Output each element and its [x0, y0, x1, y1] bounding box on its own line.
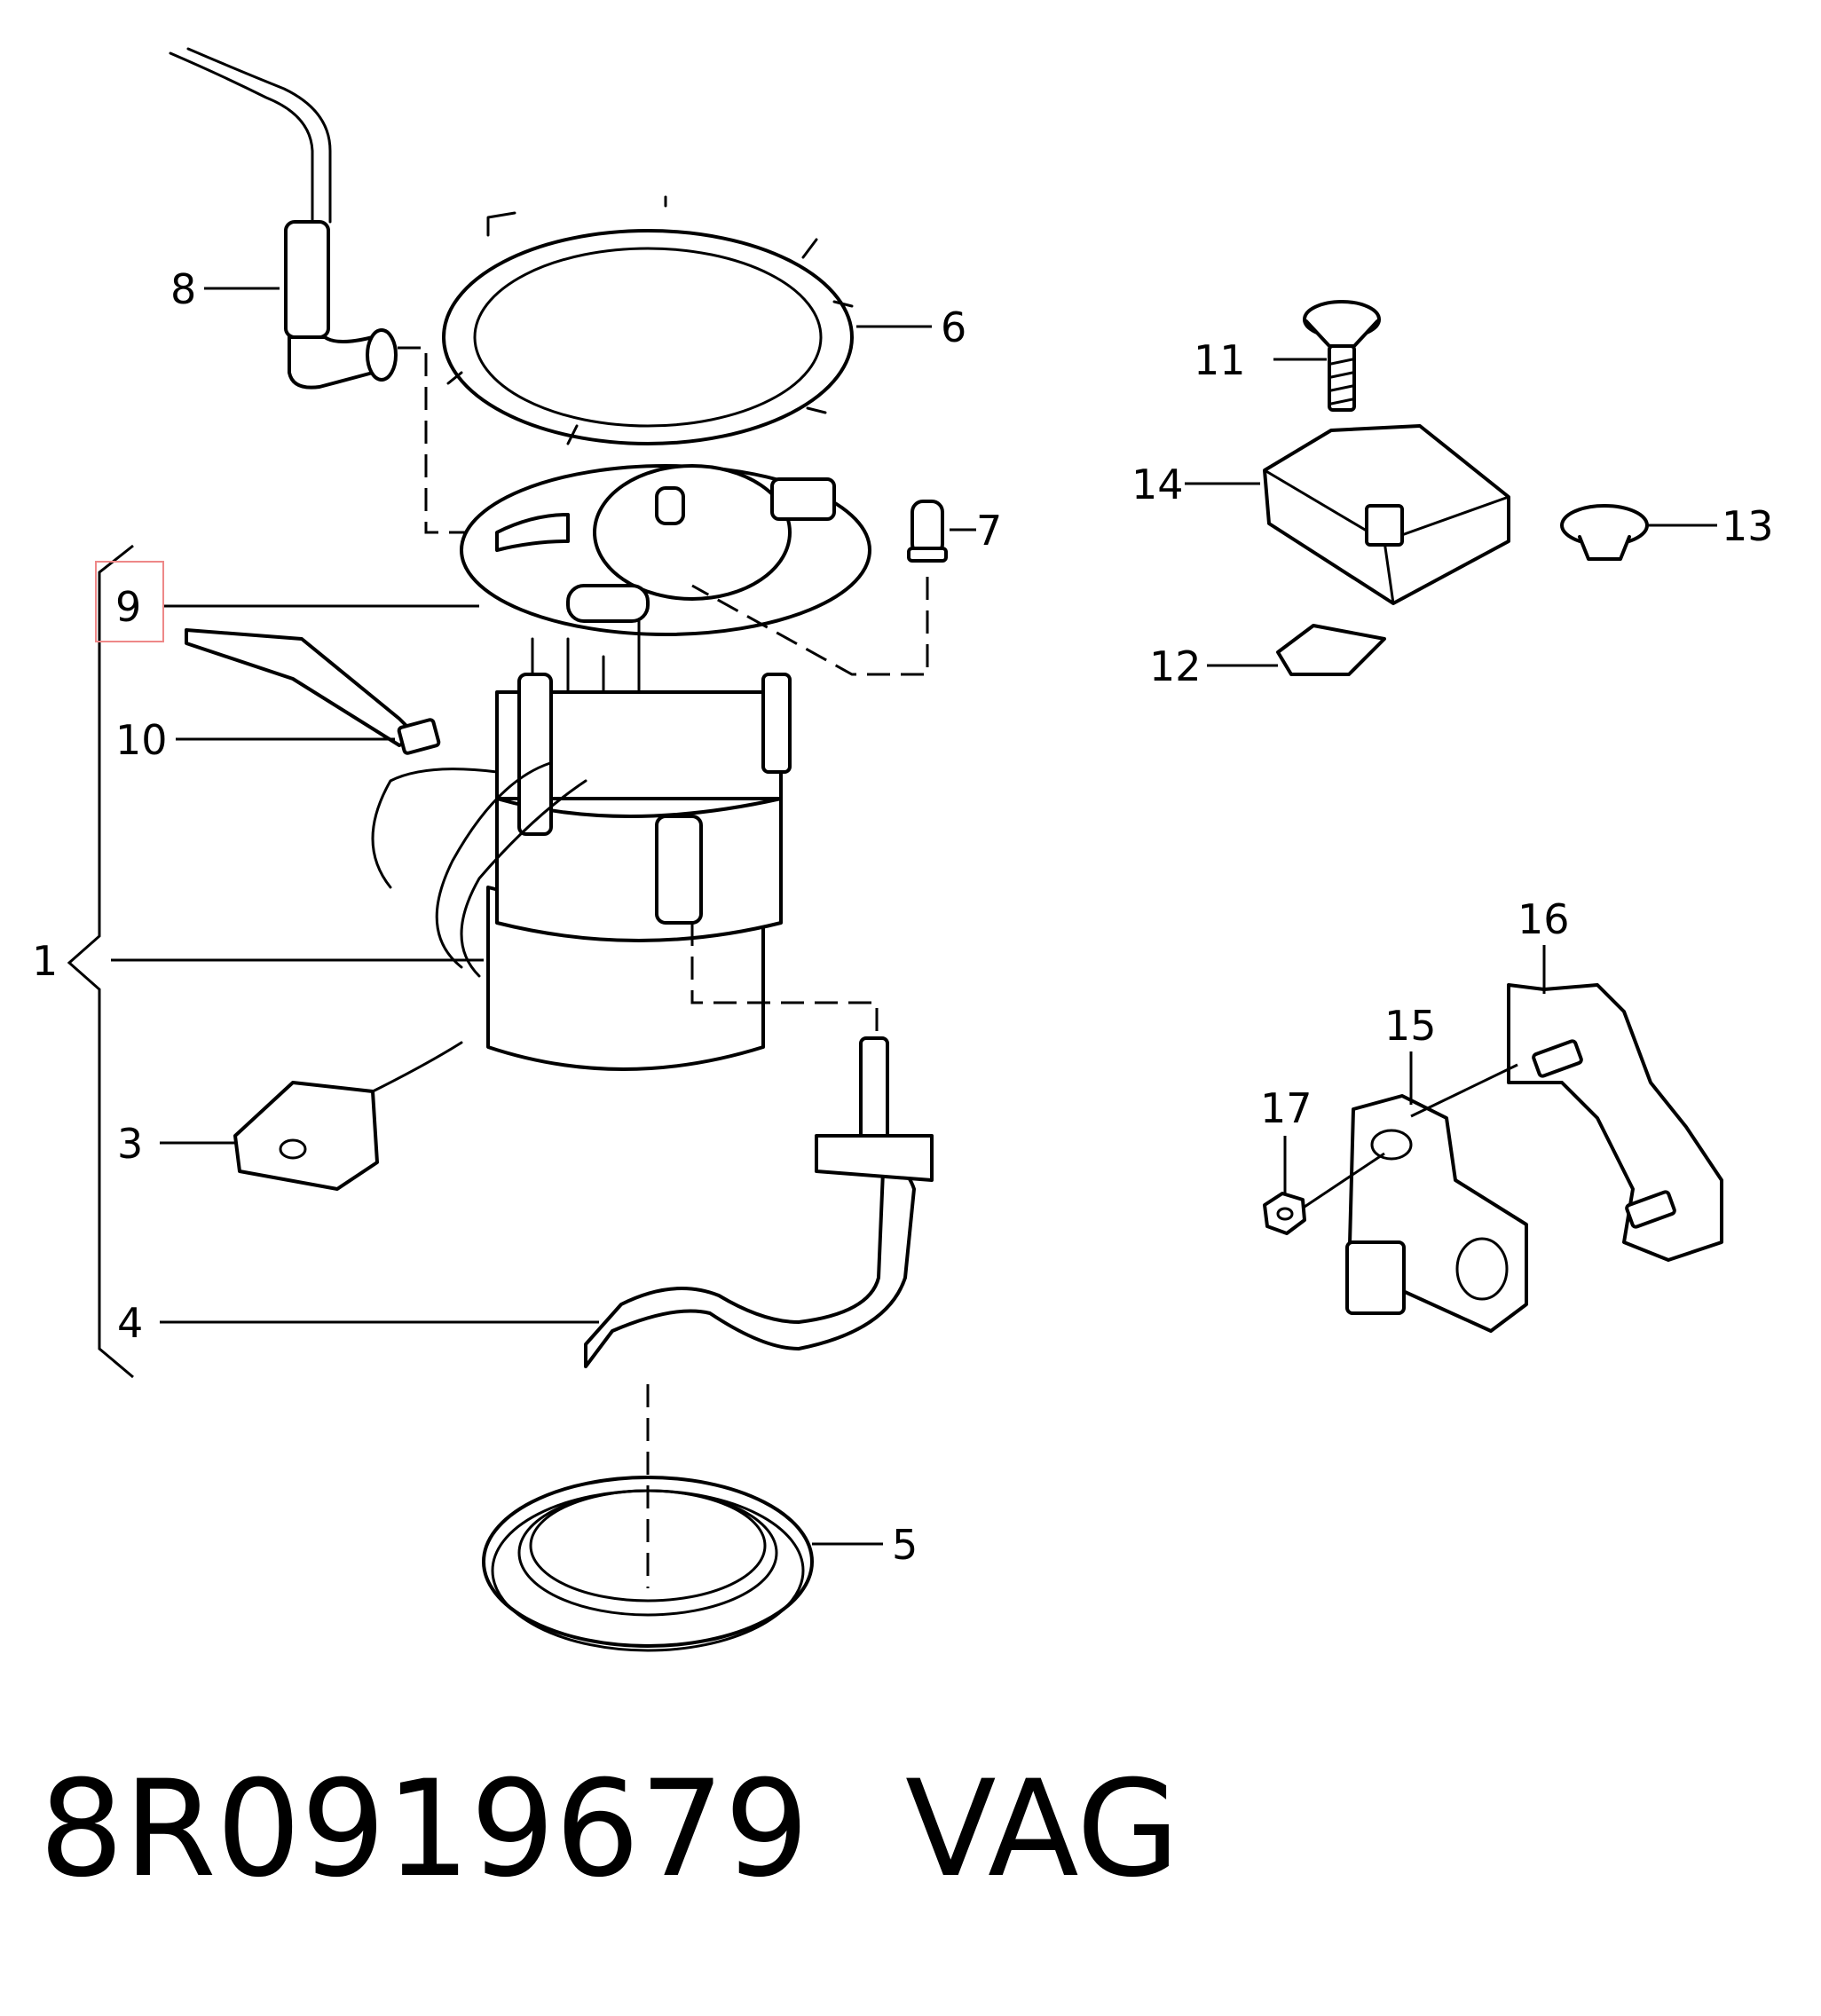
- callout-16[interactable]: 16: [1518, 895, 1570, 943]
- part-4-return-hose: [584, 1036, 934, 1368]
- part-13-grommet: [1560, 504, 1649, 561]
- part-9-flange: [460, 464, 871, 636]
- callout-14[interactable]: 14: [1131, 461, 1184, 508]
- callout-8[interactable]: 8: [170, 265, 196, 313]
- part-11-screw: [1303, 300, 1381, 412]
- callout-10[interactable]: 10: [115, 716, 168, 764]
- callout-6[interactable]: 6: [941, 303, 966, 351]
- leader-17-axis: [1304, 1152, 1385, 1209]
- leader-15-axis: [1410, 1063, 1518, 1118]
- callout-7[interactable]: 7: [976, 507, 1002, 555]
- callout-1[interactable]: 1: [32, 937, 58, 985]
- part-1-pump-module: [371, 619, 792, 1071]
- part-17-nut: [1263, 1192, 1306, 1235]
- callout-17[interactable]: 17: [1260, 1084, 1313, 1132]
- group-1-bracket: [67, 544, 134, 1379]
- callout-12[interactable]: 12: [1149, 642, 1202, 690]
- leader-4-dash: [690, 923, 879, 1038]
- highlight-box: [95, 561, 164, 642]
- callout-5[interactable]: 5: [892, 1521, 918, 1569]
- part-12-clip: [1276, 624, 1386, 676]
- callout-3[interactable]: 3: [117, 1120, 143, 1168]
- part-7-cap: [907, 500, 948, 563]
- part-16-bracket: [1507, 983, 1723, 1262]
- part-number: 8R0919679: [39, 1752, 809, 1907]
- callout-11[interactable]: 11: [1194, 336, 1246, 384]
- part-14-control-unit: [1263, 424, 1510, 605]
- part-3-connector: [233, 1041, 463, 1191]
- part-8-fuel-hose: [169, 47, 398, 390]
- part-15-sensor: [1345, 1094, 1528, 1333]
- callout-15[interactable]: 15: [1384, 1002, 1437, 1050]
- leader-7-dash: [691, 577, 929, 676]
- part-6-locking-ring: [442, 195, 854, 445]
- callout-4[interactable]: 4: [117, 1299, 143, 1347]
- leader-8-dash: [398, 346, 497, 534]
- callout-9[interactable]: 9: [115, 583, 141, 631]
- part-10-cable-tie: [185, 628, 441, 755]
- brand-name: VAG: [905, 1752, 1180, 1907]
- callout-13[interactable]: 13: [1722, 502, 1774, 550]
